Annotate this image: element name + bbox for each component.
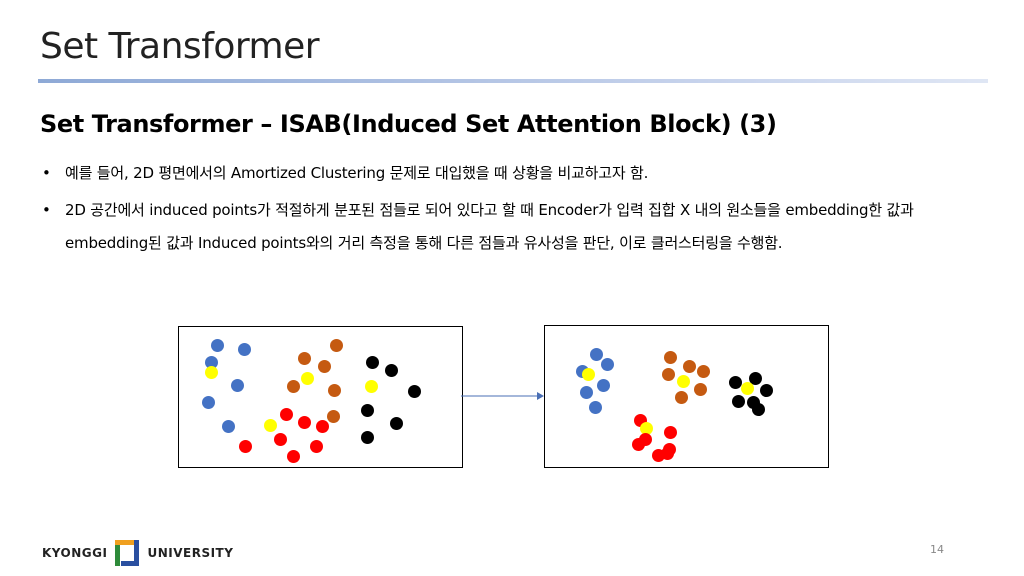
point-black: [752, 403, 765, 416]
point-brown: [318, 360, 331, 373]
point-brown: [662, 368, 675, 381]
bullet-marker: •: [42, 201, 51, 219]
bullet-list: • 예를 들어, 2D 평면에서의 Amortized Clustering 문…: [40, 157, 1000, 264]
point-yellow: [677, 375, 690, 388]
slide-subtitle: Set Transformer – ISAB(Induced Set Atten…: [40, 110, 777, 138]
slide-title: Set Transformer: [40, 26, 320, 67]
point-brown: [675, 391, 688, 404]
point-black: [732, 395, 745, 408]
logo-text-left: KYONGGI: [42, 546, 108, 560]
point-black: [729, 376, 742, 389]
point-blue: [211, 339, 224, 352]
point-black: [760, 384, 773, 397]
point-blue: [202, 396, 215, 409]
point-brown: [327, 410, 340, 423]
point-yellow: [205, 366, 218, 379]
bullet-text: 2D 공간에서 induced points가 적절하게 분포된 점들로 되어 …: [65, 201, 914, 252]
point-blue: [589, 401, 602, 414]
point-red: [239, 440, 252, 453]
university-logo: KYONGGI UNIVERSITY: [42, 538, 233, 568]
clustering-figure-before: [178, 326, 463, 468]
point-yellow: [301, 372, 314, 385]
title-underline: [38, 79, 988, 83]
point-yellow: [741, 382, 754, 395]
point-red: [280, 408, 293, 421]
point-yellow: [582, 368, 595, 381]
point-blue: [597, 379, 610, 392]
point-blue: [590, 348, 603, 361]
bullet-text: 예를 들어, 2D 평면에서의 Amortized Clustering 문제로…: [65, 164, 649, 182]
bullet-item: • 예를 들어, 2D 평면에서의 Amortized Clustering 문…: [40, 157, 1000, 190]
point-black: [390, 417, 403, 430]
point-blue: [222, 420, 235, 433]
point-red: [310, 440, 323, 453]
point-yellow: [640, 422, 653, 435]
point-brown: [328, 384, 341, 397]
point-red: [632, 438, 645, 451]
point-black: [361, 404, 374, 417]
point-red: [298, 416, 311, 429]
point-brown: [694, 383, 707, 396]
point-red: [287, 450, 300, 463]
bullet-marker: •: [42, 164, 51, 182]
arrow-head: [537, 392, 544, 400]
point-black: [366, 356, 379, 369]
point-brown: [697, 365, 710, 378]
point-blue: [601, 358, 614, 371]
point-brown: [298, 352, 311, 365]
point-black: [408, 385, 421, 398]
point-blue: [580, 386, 593, 399]
bullet-item: • 2D 공간에서 induced points가 적절하게 분포된 점들로 되…: [40, 194, 1000, 260]
clustering-figure-after: [544, 325, 829, 468]
point-red: [652, 449, 665, 462]
logo-mark-icon: [115, 540, 140, 566]
point-blue: [205, 356, 218, 369]
point-blue: [238, 343, 251, 356]
point-red: [316, 420, 329, 433]
point-brown: [287, 380, 300, 393]
point-yellow: [365, 380, 378, 393]
point-yellow: [264, 419, 277, 432]
page-number: 14: [930, 543, 944, 556]
point-blue: [231, 379, 244, 392]
point-brown: [330, 339, 343, 352]
arrow-connector: [461, 392, 544, 400]
point-red: [664, 426, 677, 439]
point-black: [385, 364, 398, 377]
point-black: [749, 372, 762, 385]
logo-text-right: UNIVERSITY: [147, 546, 234, 560]
point-brown: [683, 360, 696, 373]
point-black: [361, 431, 374, 444]
point-red: [274, 433, 287, 446]
point-brown: [664, 351, 677, 364]
